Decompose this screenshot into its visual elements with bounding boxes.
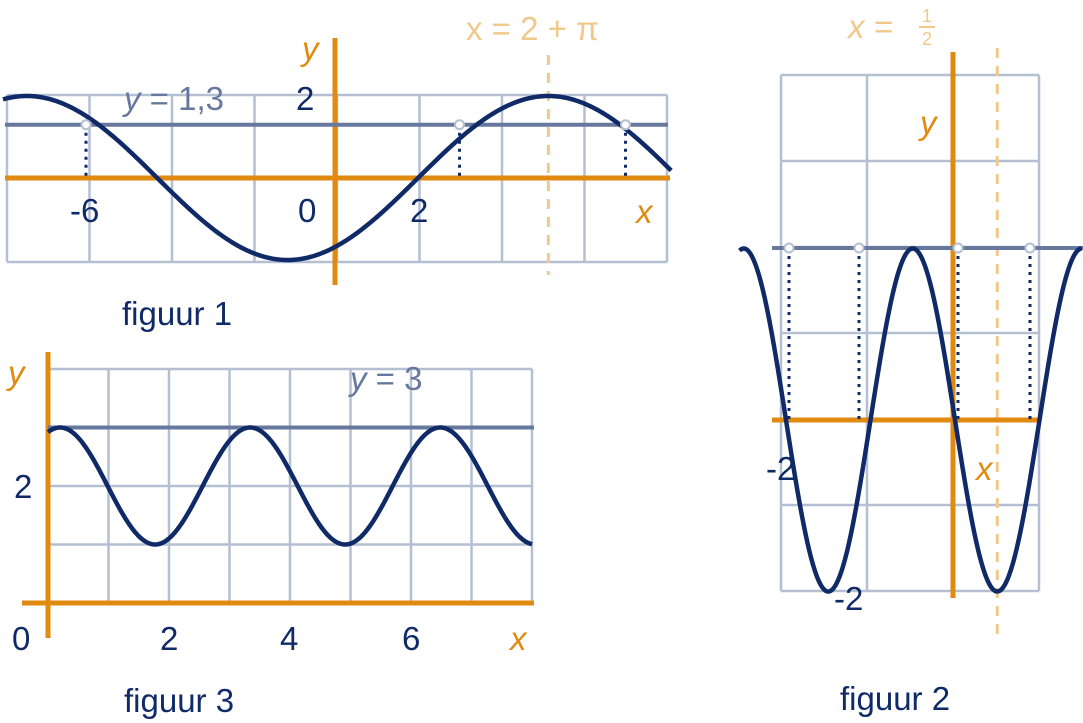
fig2-intersection-points — [783, 242, 1036, 254]
fig3-grid — [46, 367, 534, 605]
fig3-y-axis-label: y — [6, 354, 27, 391]
fig1-hline-label-var: y — [122, 80, 143, 117]
fig1-tick-origin: 0 — [298, 192, 316, 229]
fig2-caption: figuur 2 — [840, 680, 950, 717]
fig3-hline-label-rest: = 3 — [367, 360, 423, 397]
fig1-tick-y-2: 2 — [296, 80, 314, 117]
fig2-point-2 — [952, 242, 964, 254]
fig2-point-1 — [853, 242, 865, 254]
fig2-tick-x-neg2: -2 — [766, 450, 795, 487]
fig1-tick-x-2: 2 — [410, 192, 428, 229]
fig1-vline-label: x = 2 + π — [466, 10, 599, 47]
fig1-intersection-points — [80, 119, 631, 131]
fig2-tick-y-neg2: -2 — [834, 580, 863, 617]
fig1-point-1 — [454, 119, 465, 131]
fig2-vline-label-den: 2 — [922, 29, 932, 49]
fig2-vline-label-num: 1 — [922, 6, 932, 26]
fig1-tick-x-neg6: -6 — [70, 192, 99, 229]
fig3-x-axis-label: x — [508, 620, 528, 657]
fig1-hline-label: y = 1,3 — [122, 80, 224, 117]
fig2-point-3 — [1024, 242, 1036, 254]
fig1-x-axis-label: x — [634, 193, 654, 230]
figure-3: y x 0 2 2 4 6 y = 3 figuur 3 — [6, 352, 534, 719]
fig1-y-axis-label: y — [300, 30, 321, 67]
figure-1: y x 2 0 -6 2 y = 1,3 x = 2 + π figuur 1 — [2, 10, 673, 332]
fig2-vline-label-lhs: x = — [846, 8, 893, 45]
fig1-curve — [2, 93, 673, 263]
fig1-caption: figuur 1 — [122, 295, 232, 332]
fig3-tick-x-2: 2 — [160, 620, 178, 657]
fig2-x-axis-label: x — [974, 450, 994, 487]
fig3-curve — [46, 425, 533, 547]
fig1-hline-label-rest: = 1,3 — [141, 80, 224, 117]
fig1-dotted-drops — [84, 124, 627, 178]
fig2-y-axis-label: y — [918, 104, 939, 141]
fig2-vline-label: x = 1 2 — [846, 6, 935, 49]
fig3-tick-origin: 0 — [12, 620, 30, 657]
fig3-tick-y-2: 2 — [14, 468, 32, 505]
fig3-hline-label: y = 3 — [348, 360, 422, 397]
fig3-hline-label-var: y — [348, 360, 369, 397]
fig2-curve — [738, 246, 1082, 594]
fig1-point-0 — [80, 119, 92, 131]
fig3-tick-x-6: 6 — [402, 620, 420, 657]
fig1-point-2 — [620, 119, 631, 131]
fig3-tick-x-4: 4 — [280, 620, 298, 657]
figure-2: y x -2 -2 x = 1 2 figuur 2 — [738, 6, 1083, 717]
fig3-caption: figuur 3 — [124, 682, 234, 719]
fig2-point-0 — [783, 242, 795, 254]
fig2-grid — [779, 73, 1041, 593]
